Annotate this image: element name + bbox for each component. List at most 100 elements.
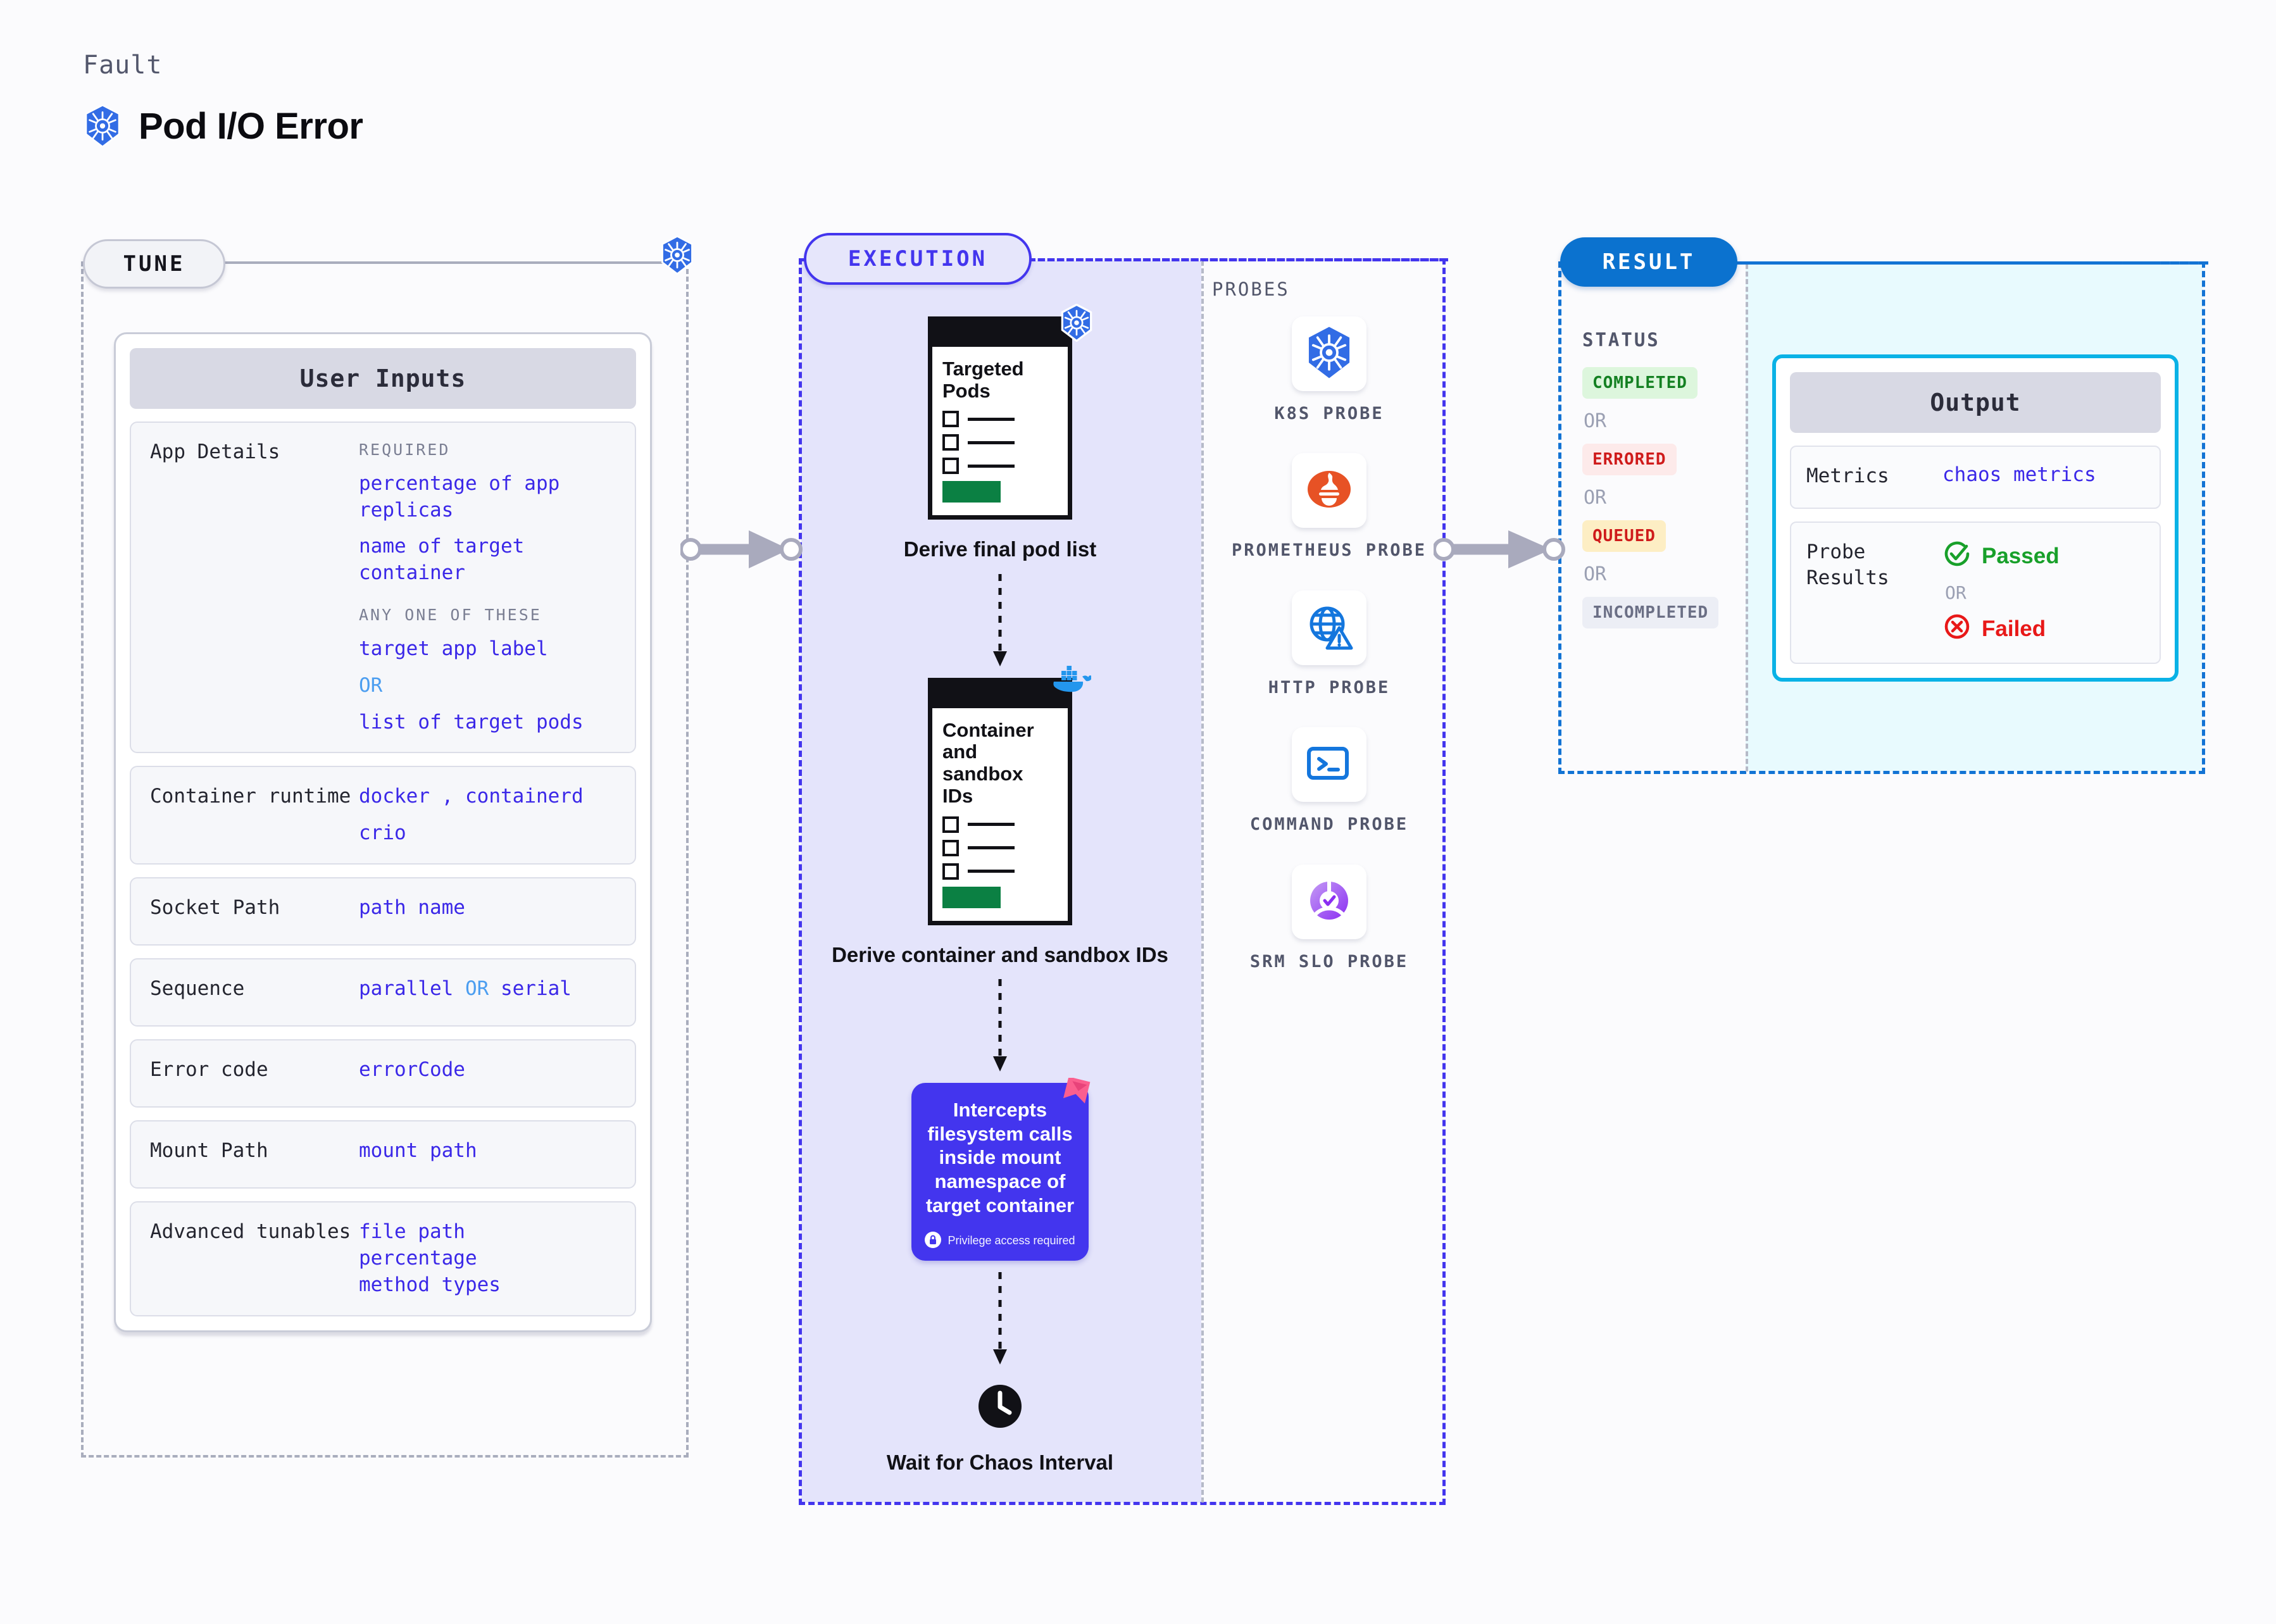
- checkbox-icon: [942, 411, 959, 428]
- globe-warning-icon: [1304, 601, 1354, 654]
- probe-label: HTTP PROBE: [1268, 677, 1391, 697]
- probe-k8s[interactable]: K8S PROBE: [1212, 316, 1446, 425]
- result-divider: [1746, 264, 1748, 771]
- wait-step: Wait for Chaos Interval: [887, 1382, 1113, 1475]
- ribbon-icon: [1062, 1076, 1091, 1109]
- probe-prometheus[interactable]: PROMETHEUS PROBE: [1212, 453, 1446, 562]
- value-docker: docker: [359, 785, 430, 808]
- probe-result-passed: Passed: [1942, 539, 2144, 573]
- probes-divider: [1201, 261, 1204, 1502]
- table-row: Advanced tunables file path percentage m…: [130, 1201, 636, 1316]
- tab-tune[interactable]: TUNE: [83, 239, 225, 289]
- probes-heading: PROBES: [1212, 278, 1290, 300]
- document-list-item: [942, 816, 1058, 833]
- document-title: Targeted Pods: [942, 358, 1024, 402]
- status-badge-queued: QUEUED: [1582, 520, 1666, 552]
- probe-tile[interactable]: [1292, 727, 1366, 803]
- probe-result-failed: Failed: [1942, 612, 2144, 646]
- status-badge-errored: ERRORED: [1582, 444, 1677, 475]
- probes-list: K8S PROBE PROMETHEUS PROBE: [1212, 316, 1446, 973]
- value-list-target-pods: list of target pods: [359, 710, 584, 734]
- value-path-name: path name: [359, 896, 465, 920]
- value-mount-path: mount path: [359, 1139, 477, 1163]
- document-list-item: [942, 458, 1058, 475]
- fault-kicker: Fault: [83, 51, 163, 80]
- row-label-container-runtime: Container runtime: [150, 785, 351, 808]
- row-values-container-runtime: docker , containerd crio: [359, 784, 618, 847]
- kubernetes-icon: [1304, 326, 1354, 382]
- value-errorcode: errorCode: [359, 1058, 465, 1082]
- connector-tune-to-execution: [679, 518, 804, 584]
- lock-icon: [925, 1231, 942, 1251]
- privilege-note: Privilege access required: [922, 1231, 1079, 1251]
- probe-command[interactable]: COMMAND PROBE: [1212, 727, 1446, 836]
- docker-icon: [1051, 663, 1092, 697]
- user-inputs-title: User Inputs: [130, 348, 636, 409]
- result-top-connector: [1735, 261, 2208, 265]
- value-target-app-label: target app label: [359, 637, 548, 660]
- fault-title-row: Pod I/O Error: [83, 104, 363, 147]
- checkbox-icon: [942, 458, 959, 475]
- document-green-block: [942, 481, 1001, 503]
- probe-tile[interactable]: [1292, 590, 1366, 665]
- text-rule: [968, 846, 1015, 850]
- row-label-advanced-tunables: Advanced tunables: [150, 1220, 351, 1244]
- row-label-app-details: App Details: [150, 440, 280, 463]
- or-separator: OR: [1584, 487, 1607, 509]
- tune-top-connector: [223, 261, 691, 264]
- document-list-item: [942, 839, 1058, 856]
- tab-execution[interactable]: EXECUTION: [804, 233, 1032, 285]
- status-badge-incompleted: INCOMPLETED: [1582, 597, 1719, 628]
- step-caption: Wait for Chaos Interval: [886, 1450, 1114, 1474]
- document-list-item: [942, 411, 1058, 428]
- value-separator: ,: [441, 785, 454, 808]
- document-list-item: [942, 434, 1058, 451]
- output-card: Output Metrics chaos metrics Probe Resul…: [1772, 354, 2179, 682]
- hint-any-one: ANY ONE OF THESE: [359, 606, 542, 625]
- row-values-sequence: parallel OR serial: [359, 976, 618, 1009]
- passed-label: Passed: [1982, 544, 2060, 568]
- probe-http[interactable]: HTTP PROBE: [1212, 590, 1446, 699]
- step-caption: Derive container and sandbox IDs: [832, 942, 1168, 966]
- row-label-mount-path: Mount Path: [150, 1139, 268, 1163]
- or-separator: OR: [359, 673, 383, 697]
- table-row: App Details REQUIRED percentage of app r…: [130, 422, 636, 754]
- document-title: Container and sandbox IDs: [942, 718, 1034, 807]
- row-label-sequence: Sequence: [150, 977, 245, 1001]
- or-separator: OR: [1584, 410, 1607, 432]
- hint-required: REQUIRED: [359, 440, 451, 459]
- text-rule: [968, 440, 1015, 444]
- flow-arrow-down: [991, 1271, 1010, 1370]
- check-circle-icon: [1942, 539, 1972, 573]
- fault-description-text: Intercepts filesystem calls inside mount…: [925, 1098, 1075, 1217]
- checkbox-icon: [942, 816, 959, 833]
- probe-label: PROMETHEUS PROBE: [1231, 540, 1427, 561]
- probe-tile[interactable]: [1292, 864, 1366, 939]
- table-row: Sequence parallel OR serial: [130, 958, 636, 1027]
- value-chaos-metrics: chaos metrics: [1942, 463, 2096, 486]
- probe-tile[interactable]: [1292, 316, 1366, 391]
- checkbox-icon: [942, 434, 959, 451]
- row-values-socket-path: path name: [359, 895, 618, 928]
- page-title: Pod I/O Error: [139, 105, 363, 147]
- table-row: Mount Path mount path: [130, 1120, 636, 1189]
- user-inputs-card: User Inputs App Details REQUIRED percent…: [114, 332, 652, 1332]
- clock-icon: [976, 1382, 1024, 1433]
- tab-result[interactable]: RESULT: [1560, 237, 1737, 287]
- probe-tile[interactable]: [1292, 453, 1366, 528]
- table-row: Probe Results Passed OR: [1790, 522, 2161, 664]
- row-label-metrics: Metrics: [1806, 465, 1889, 487]
- document-body: Targeted Pods: [928, 347, 1072, 520]
- value-parallel: parallel: [359, 977, 454, 1001]
- value-crio: crio: [359, 821, 406, 845]
- execution-flow: Targeted Pods: [823, 303, 1177, 1475]
- table-row: Container runtime docker , containerd cr…: [130, 766, 636, 865]
- connector-execution-to-result: [1432, 518, 1566, 584]
- execution-top-connector: [1029, 258, 1448, 261]
- fault-description-card: Intercepts filesystem calls inside mount…: [911, 1076, 1091, 1261]
- kubernetes-icon: [83, 104, 122, 147]
- row-label-socket-path: Socket Path: [150, 896, 280, 920]
- probe-srm-slo[interactable]: SRM SLO PROBE: [1212, 864, 1446, 973]
- table-row: Metrics chaos metrics: [1790, 446, 2161, 509]
